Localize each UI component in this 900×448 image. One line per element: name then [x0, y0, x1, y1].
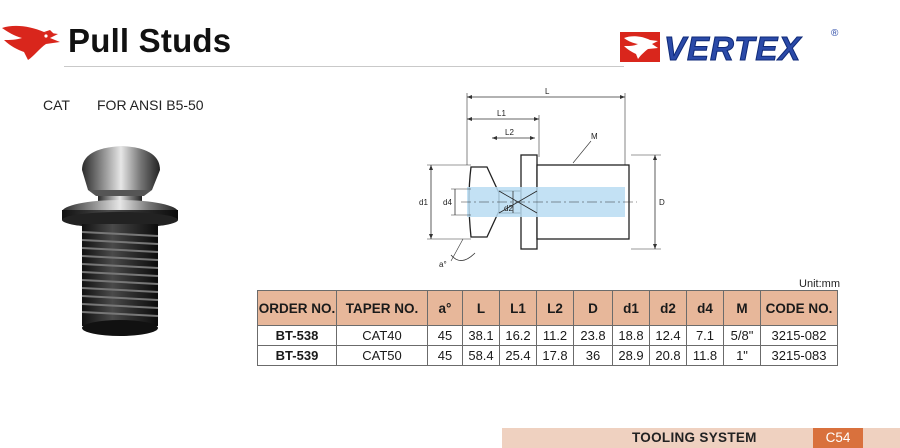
cell-d2: 12.4: [649, 325, 687, 346]
dim-angle-label: a°: [439, 260, 447, 269]
dim-D-label: D: [659, 198, 665, 207]
dim-L2-label: L2: [505, 128, 514, 137]
table-header-row: ORDER NO. TAPER NO. a° L L1 L2 D d1 d2 d…: [257, 290, 838, 326]
footer-page-code: C54: [813, 428, 863, 448]
cell-L1: 16.2: [499, 325, 537, 346]
col-d2: d2: [649, 290, 687, 326]
col-L: L: [462, 290, 500, 326]
cell-D: 23.8: [573, 325, 613, 346]
cell-d1: 18.8: [612, 325, 650, 346]
col-L2: L2: [536, 290, 574, 326]
cell-angle: 45: [427, 325, 463, 346]
taper-type-label: CAT: [43, 97, 70, 113]
pull-stud-diagram: L L1 L2 M D d1: [419, 87, 665, 269]
page-title: Pull Studs: [68, 22, 232, 59]
cell-M: 1": [723, 345, 761, 366]
cell-order-no: BT-539: [257, 345, 337, 366]
unit-label: Unit:mm: [799, 278, 840, 290]
col-M: M: [723, 290, 761, 326]
title-divider: [64, 66, 624, 67]
spec-table: ORDER NO. TAPER NO. a° L L1 L2 D d1 d2 d…: [257, 290, 838, 366]
cell-L: 38.1: [462, 325, 500, 346]
table-row: BT-538 CAT40 45 38.1 16.2 11.2 23.8 18.8…: [257, 325, 838, 346]
cell-d2: 20.8: [649, 345, 687, 366]
cell-taper-no: CAT50: [336, 345, 428, 366]
eagle-logo-icon: [0, 22, 62, 62]
cell-L2: 17.8: [536, 345, 574, 366]
standard-label: FOR ANSI B5-50: [97, 97, 204, 113]
cell-d4: 7.1: [686, 325, 724, 346]
table-row: BT-539 CAT50 45 58.4 25.4 17.8 36 28.9 2…: [257, 345, 838, 366]
cell-order-no: BT-538: [257, 325, 337, 346]
cell-L1: 25.4: [499, 345, 537, 366]
col-order-no: ORDER NO.: [257, 290, 337, 326]
dim-d4-label: d4: [443, 198, 452, 207]
col-d4: d4: [686, 290, 724, 326]
col-D: D: [573, 290, 613, 326]
dim-d1-label: d1: [419, 198, 428, 207]
col-code-no: CODE NO.: [760, 290, 838, 326]
dim-L1-label: L1: [497, 109, 506, 118]
col-L1: L1: [499, 290, 537, 326]
col-d1: d1: [612, 290, 650, 326]
cell-M: 5/8": [723, 325, 761, 346]
dim-M-label: M: [591, 132, 598, 141]
footer-band: [502, 428, 900, 448]
col-taper-no: TAPER NO.: [336, 290, 428, 326]
dim-d2-label: d2: [504, 204, 513, 213]
dim-L-label: L: [545, 87, 550, 96]
cell-D: 36: [573, 345, 613, 366]
cell-L2: 11.2: [536, 325, 574, 346]
brand-name: VERTEX: [664, 30, 802, 67]
cell-angle: 45: [427, 345, 463, 366]
registered-mark: ®: [831, 28, 839, 39]
cell-d1: 28.9: [612, 345, 650, 366]
cell-L: 58.4: [462, 345, 500, 366]
pull-stud-photo: [62, 146, 178, 336]
cell-code-no: 3215-082: [760, 325, 838, 346]
cell-d4: 11.8: [686, 345, 724, 366]
col-angle: a°: [427, 290, 463, 326]
cell-code-no: 3215-083: [760, 345, 838, 366]
vertex-brand-logo: VERTEX ®: [620, 28, 839, 68]
footer-system-label: TOOLING SYSTEM: [632, 430, 757, 445]
cell-taper-no: CAT40: [336, 325, 428, 346]
